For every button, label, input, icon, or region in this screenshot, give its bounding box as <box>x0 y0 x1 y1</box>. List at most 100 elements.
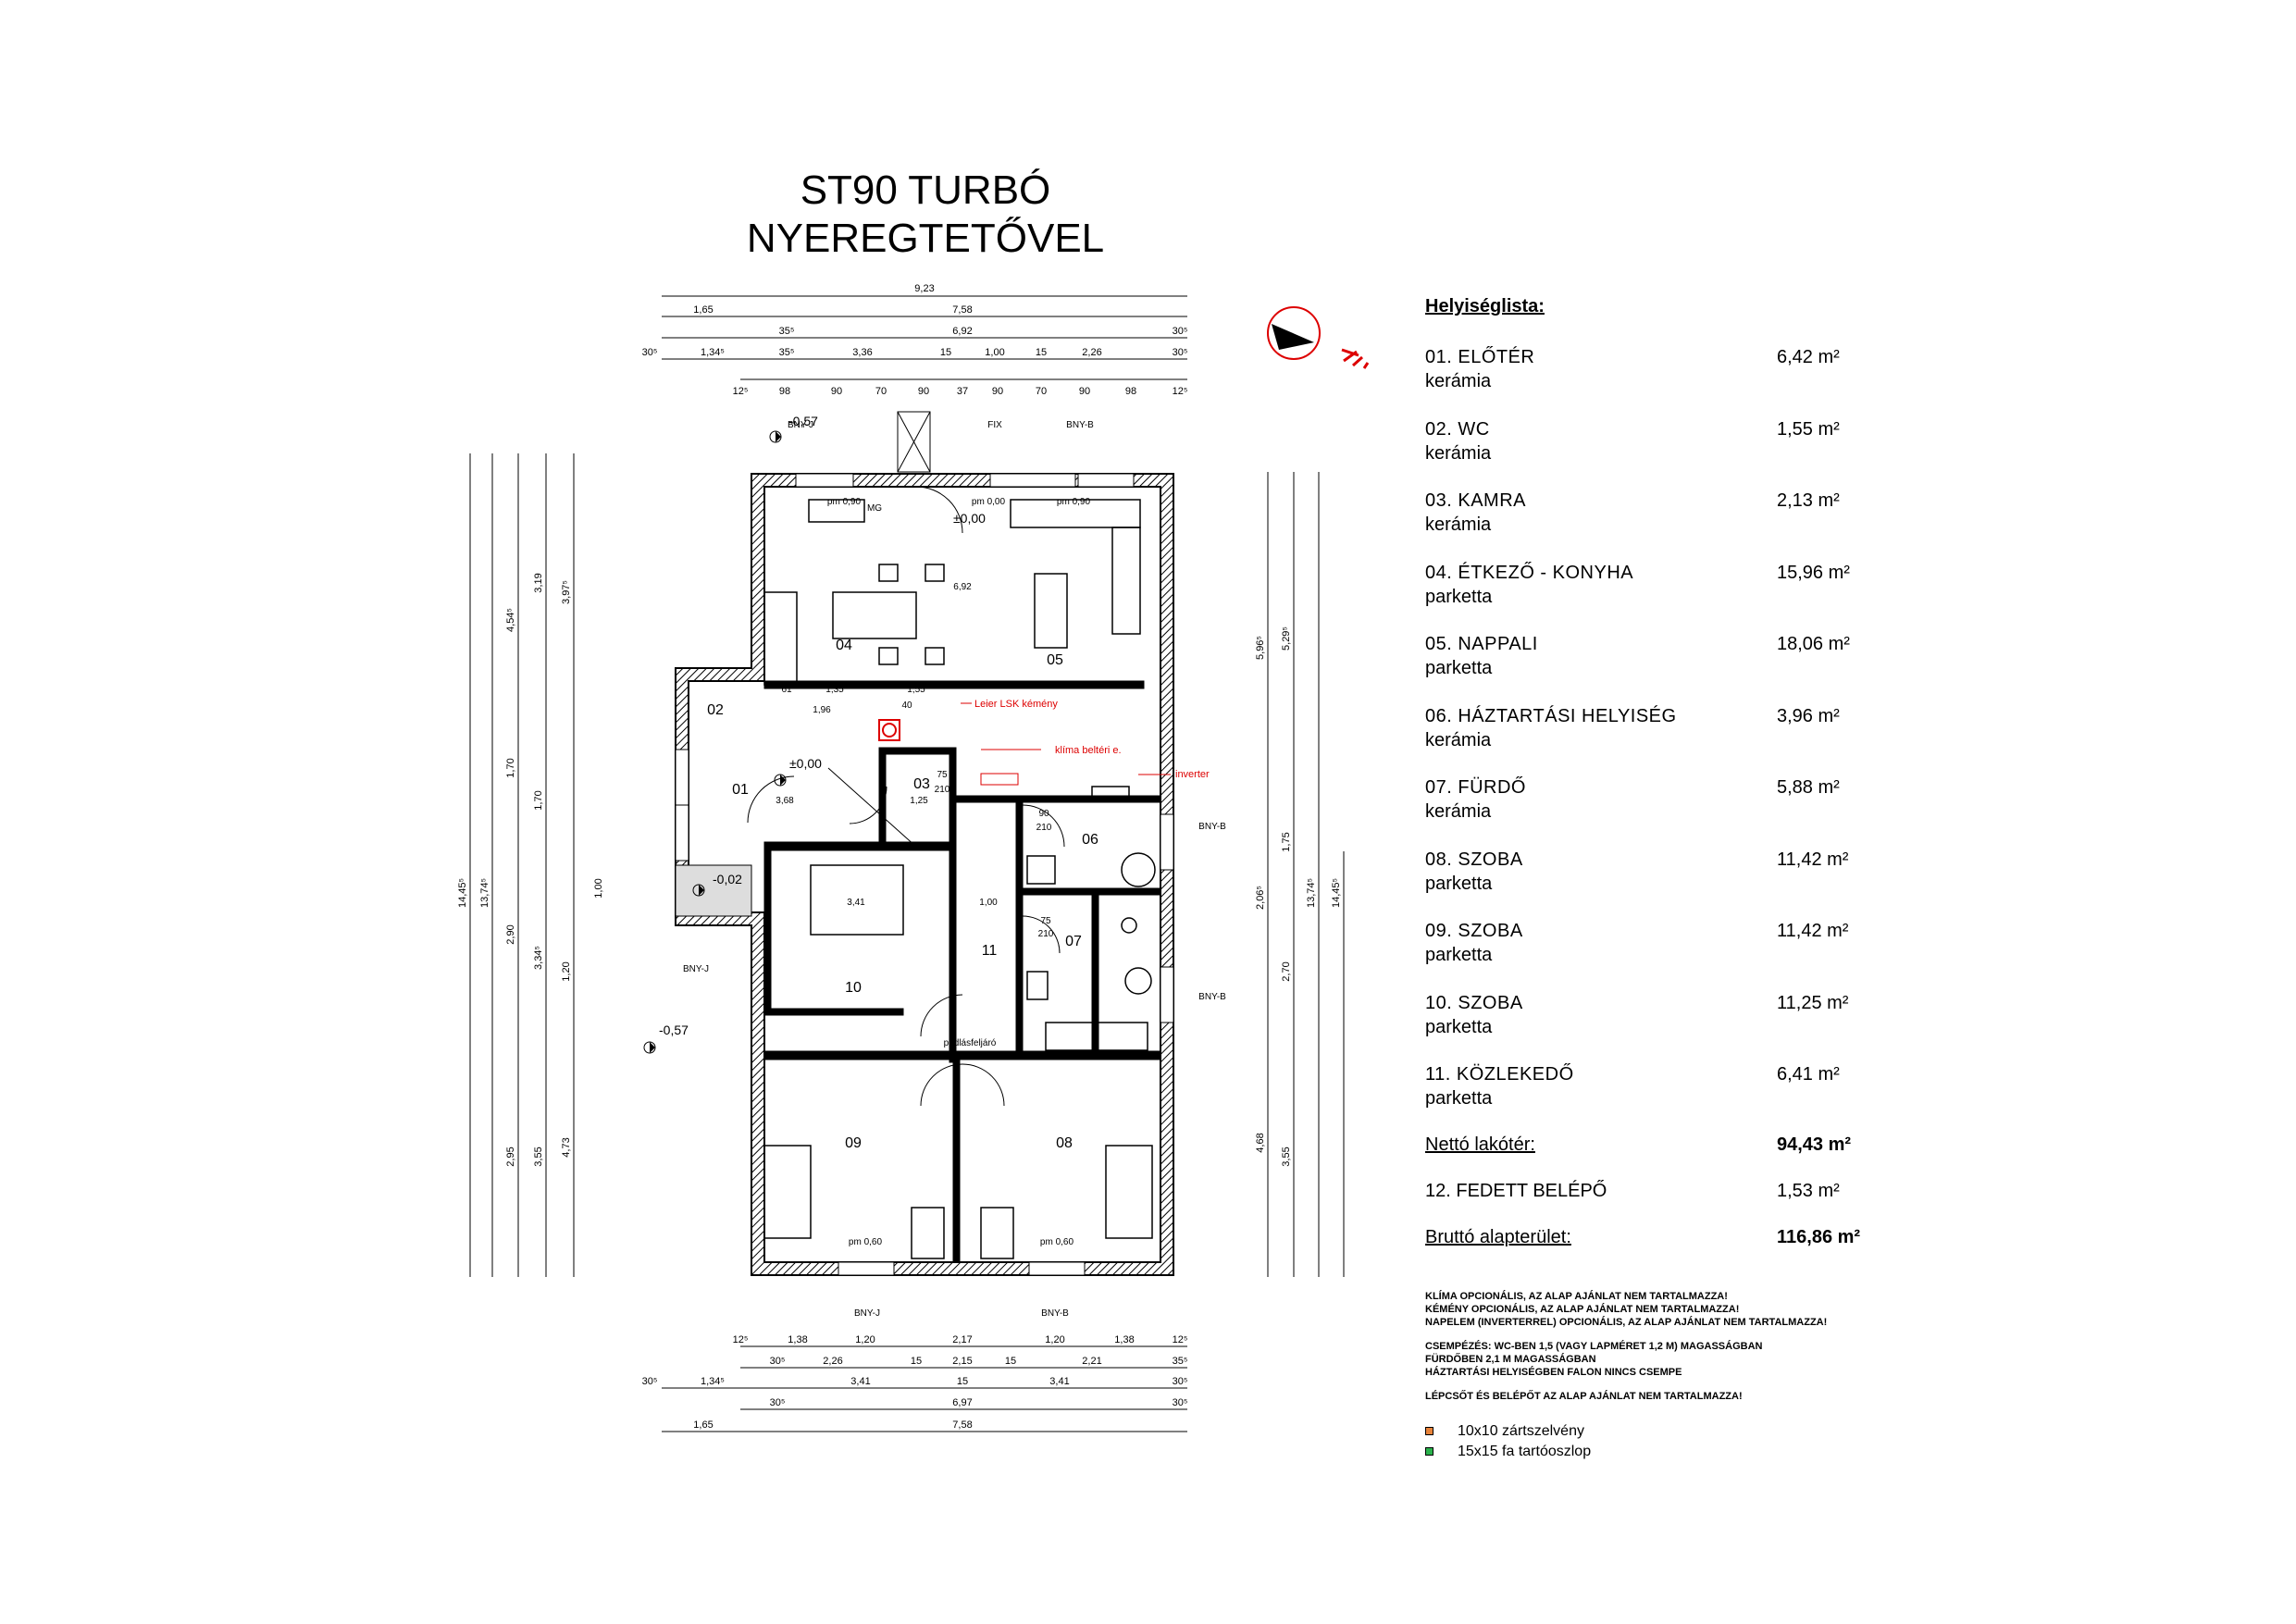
label-pm-090-living: pm 0,90 <box>1057 497 1091 507</box>
room-08-number: 08 <box>1056 1135 1073 1151</box>
dim-top-2b: 7,58 <box>952 304 972 316</box>
room-10-number: 10 <box>845 980 862 996</box>
windows <box>675 473 1174 1276</box>
notes-block: KLÍMA OPCIONÁLIS, AZ ALAP AJÁNLAT NEM TA… <box>1425 1290 1906 1403</box>
dim-bot-4b: 6,97 <box>952 1397 972 1408</box>
dim-left-f: 2,90 <box>505 924 516 944</box>
column-swatch-icon <box>1425 1426 1433 1435</box>
north-arrow-icon <box>1267 306 1370 369</box>
inverter-label: inverter <box>1175 769 1210 780</box>
room-name: 11. KÖZLEKEDŐ <box>1425 1064 1574 1085</box>
dim-top-5k: 12⁵ <box>1173 386 1188 397</box>
room-area: 11,42 m² <box>1777 921 1849 941</box>
room-name: 04. ÉTKEZŐ - KONYHA <box>1425 562 1634 583</box>
room-name: 03. KAMRA <box>1425 490 1526 511</box>
room-name: 09. SZOBA <box>1425 921 1523 941</box>
chimney-symbol <box>878 719 900 741</box>
dim-right-inner: 13,74⁵ <box>1306 878 1317 908</box>
dim-left-h: 2,95 <box>505 1147 516 1166</box>
note-line: CSEMPÉZÉS: WC-BEN 1,5 (VAGY LAPMÉRET 1,2… <box>1425 1340 1763 1352</box>
dim-left-b: 3,19 <box>533 573 544 592</box>
dim-bot-3b: 1,34⁵ <box>701 1376 725 1387</box>
inner-walls <box>763 680 1161 1263</box>
annotation-texts: Leier LSK kémény klíma beltéri e. invert… <box>974 699 1210 780</box>
dim-bot-2g: 35⁵ <box>1173 1356 1188 1367</box>
label-door-90-a: 90 <box>1038 809 1049 819</box>
dim-bot-3f: 30⁵ <box>1173 1376 1188 1387</box>
level-porch: -0,02 <box>713 872 742 886</box>
dim-bot-1e: 1,20 <box>1045 1334 1064 1345</box>
dim-top-4e: 15 <box>940 347 951 358</box>
label-mg: MG <box>867 503 882 514</box>
note-line: KÉMÉNY OPCIONÁLIS, AZ ALAP AJÁNLAT NEM T… <box>1425 1303 1740 1315</box>
room-name: 07. FÜRDŐ <box>1425 777 1526 798</box>
room-entry-04: 04. ÉTKEZŐ - KONYHA parketta 15,96 m² <box>1425 561 1906 633</box>
dim-bot-3c: 3,41 <box>850 1376 870 1387</box>
dim-top-4g: 15 <box>1036 347 1047 358</box>
room-area: 3,96 m² <box>1777 705 1840 726</box>
key-column: 10x10 zártszelvény <box>1425 1421 1906 1442</box>
dim-top-4i: 30⁵ <box>1173 347 1188 358</box>
room-area: 6,41 m² <box>1777 1064 1840 1085</box>
furniture <box>763 499 1156 1259</box>
covered-entry-row: 12. FEDETT BELÉPŐ 1,53 m² <box>1425 1181 1906 1227</box>
label-window-b-top: BNY-B <box>1066 420 1094 430</box>
dim-top-5b: 98 <box>779 386 790 397</box>
room-name: 02. WC <box>1425 418 1490 440</box>
room-floor: parketta <box>1425 586 1493 607</box>
dim-top-4f: 1,00 <box>985 347 1004 358</box>
dim-bot-2b: 2,26 <box>823 1356 842 1367</box>
dim-top-4h: 2,26 <box>1082 347 1101 358</box>
dim-bot-5a: 1,65 <box>693 1419 713 1431</box>
level-hall: ±0,00 <box>789 756 822 771</box>
title-line-1: ST90 TURBÓ <box>800 167 1051 213</box>
dim-right-a: 5,96⁵ <box>1255 636 1266 660</box>
room-name: 05. NAPPALI <box>1425 634 1538 654</box>
room-area: 18,06 m² <box>1777 634 1850 654</box>
dim-right-d: 2,70 <box>1281 961 1292 981</box>
dim-bot-2d: 2,15 <box>952 1356 972 1367</box>
room-area: 2,13 m² <box>1777 490 1840 511</box>
room-list-heading: Helyiséglista: <box>1425 296 1545 316</box>
label-window-j-left: BNY-J <box>683 964 709 974</box>
label-window-j-bottom: BNY-J <box>854 1308 880 1319</box>
label-dim-155: 1,55 <box>907 685 925 695</box>
room-entry-01: 01. ELŐTÉR kerámia 6,42 m² <box>1425 345 1906 417</box>
label-window-b-right: BNY-B <box>1198 992 1226 1002</box>
room-entry-08: 08. SZOBA parketta 11,42 m² <box>1425 848 1906 920</box>
dim-bot-4c: 30⁵ <box>1173 1397 1188 1408</box>
label-door-75-b: 75 <box>937 770 948 780</box>
room-floor: parketta <box>1425 1088 1493 1109</box>
dimensions-bottom <box>662 1345 1187 1432</box>
room-entry-10: 10. SZOBA parketta 11,25 m² <box>1425 991 1906 1063</box>
dim-bot-5b: 7,58 <box>952 1419 972 1431</box>
dim-top-3a: 35⁵ <box>779 326 795 337</box>
dim-left-total: 14,45⁵ <box>457 878 468 908</box>
level-markers: -0,57 ±0,00 ±0,00 -0,02 -0,57 <box>643 414 986 1054</box>
dim-top-4a: 30⁵ <box>642 347 658 358</box>
dim-bot-1a: 12⁵ <box>733 1334 749 1345</box>
room-floor: kerámia <box>1425 729 1492 750</box>
room-floor: parketta <box>1425 1016 1493 1037</box>
dim-top-5i: 90 <box>1079 386 1090 397</box>
label-door-75: 75 <box>1040 916 1051 926</box>
post-swatch-icon <box>1425 1446 1433 1456</box>
dim-top-4d: 3,36 <box>852 347 872 358</box>
room-area: 1,55 m² <box>1777 418 1840 440</box>
level-entrance: -0,57 <box>788 414 818 428</box>
room-area: 15,96 m² <box>1777 562 1850 583</box>
label-door-210-a: 210 <box>1036 823 1052 833</box>
floor-plan: 9,23 1,65 7,58 35⁵ 6,92 30⁵ 30⁵ 1,34⁵ 35… <box>457 283 1370 1432</box>
label-pm-000: pm 0,00 <box>972 497 1006 507</box>
dim-bot-1b: 1,38 <box>788 1334 807 1345</box>
dim-right-f: 3,55 <box>1281 1147 1292 1166</box>
label-door-210-b: 210 <box>1038 929 1054 939</box>
room-entry-02: 02. WC kerámia 1,55 m² <box>1425 417 1906 490</box>
room-floor: parketta <box>1425 873 1493 894</box>
dim-bot-1d: 2,17 <box>952 1334 972 1345</box>
key-column-label: 10x10 zártszelvény <box>1458 1422 1584 1439</box>
room-area: 5,88 m² <box>1777 777 1840 798</box>
room-entry-05: 05. NAPPALI parketta 18,06 m² <box>1425 632 1906 704</box>
level-outside: -0,57 <box>659 1023 689 1037</box>
dimensions-top <box>662 295 1187 380</box>
